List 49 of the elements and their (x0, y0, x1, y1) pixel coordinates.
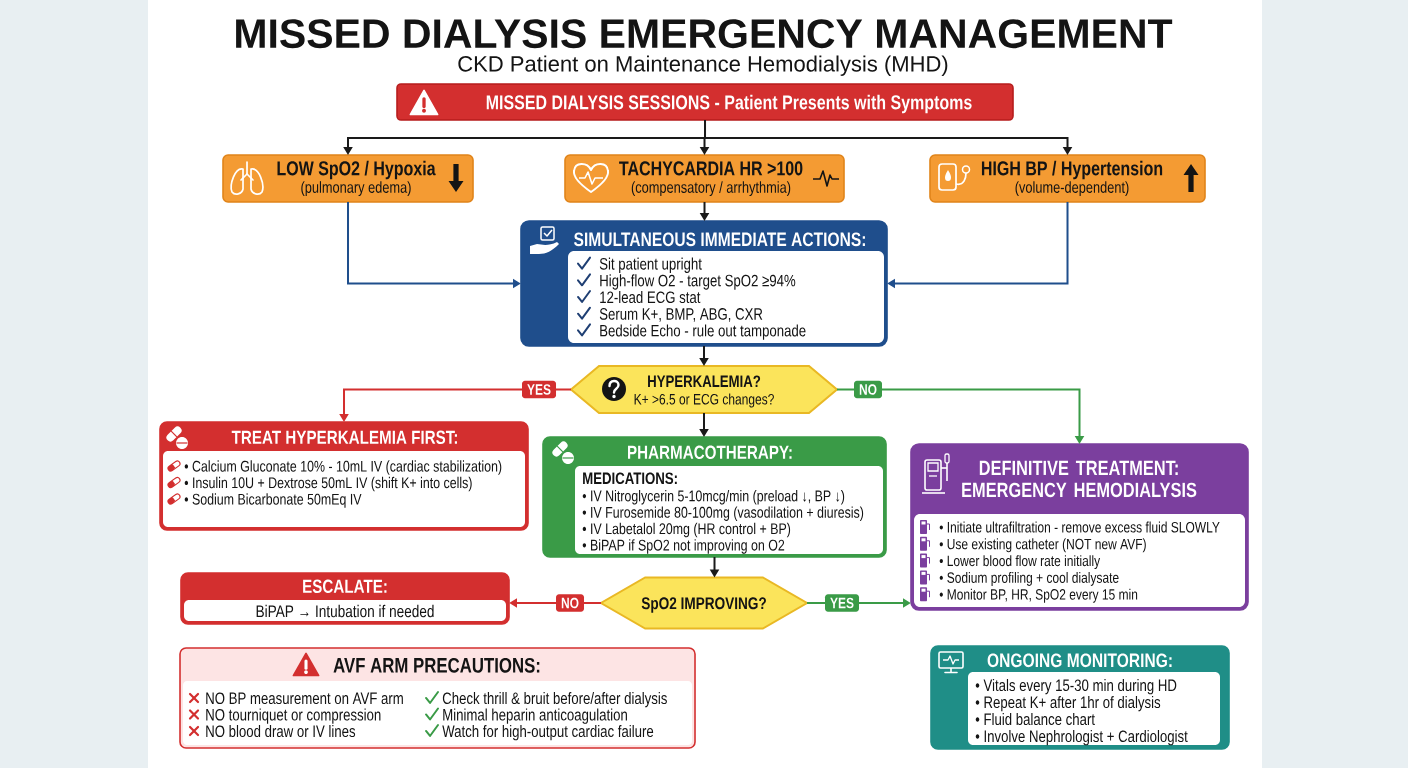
list-item: Sit patient upright (599, 257, 702, 273)
list-item: Serum K+, BMP, ABG, CXR (599, 308, 763, 322)
title: MISSED DIALYSIS EMERGENCY MANAGEMENT (236, 19, 1173, 49)
banner-text: MISSED DIALYSIS SESSIONS - Patient Presents with Symptoms (486, 94, 972, 114)
list-item: • Sodium Bicarbonate 50mEq IV (184, 493, 362, 508)
list-item: NO BP measurement on AVF arm (206, 692, 403, 705)
list-item: • Calcium Gluconate 10% - 10mL IV (cardiac stabilization) (184, 460, 502, 475)
list-item: High-flow O2 - target SpO2 ≥94% (600, 274, 796, 290)
list-item: • Sodium profiling + cool dialysate (939, 571, 1119, 586)
symptom-title: HIGH BP / Hypertension (981, 160, 1163, 180)
list-item: BiPAP → Intubation if needed (256, 604, 434, 618)
list-item: Bedside Echo - rule out tamponade (600, 324, 806, 340)
heading: SIMULTANEOUS IMMEDIATE ACTIONS: (574, 232, 865, 247)
symptom-title: TACHYCARDIA HR >100 (619, 161, 803, 176)
list-item: NO blood draw or IV lines (206, 725, 356, 738)
condition-text: K+ >6.5 or ECG changes? (634, 393, 774, 408)
edge-label: YES (825, 594, 859, 612)
question-text: HYPERKALEMIA? (648, 375, 761, 387)
list-item: 12-lead ECG stat (600, 291, 701, 304)
list-item: • Insulin 10U + Dextrose 50mL IV (shift K+ into cells) (184, 476, 472, 492)
heading: ESCALATE: (303, 579, 387, 593)
symptom-note: (pulmonary edema) (301, 181, 411, 197)
list-item: • IV Labetalol 20mg (HR control + BP) (582, 522, 791, 538)
list-item: NO tourniquet or compression (206, 708, 381, 724)
list-item: • IV Nitroglycerin 5-10mcg/min (preload ↓, BP ↓) (582, 490, 845, 505)
symptom-note: (volume-dependent) (1015, 181, 1129, 197)
heading: AVF ARM PRECAUTIONS: (333, 657, 540, 673)
symptom-note: (compensatory / arrhythmia) (631, 181, 791, 197)
list-item: • Involve Nephrologist + Cardiologist (975, 730, 1188, 746)
symptom-title: LOW SpO2 / Hypoxia (277, 160, 436, 180)
list-item: • IV Furosemide 80-100mg (vasodilation + diuresis) (582, 506, 864, 521)
list-item: • Monitor BP, HR, SpO2 every 15 min (939, 588, 1138, 603)
heading: ONGOING MONITORING: (987, 653, 1172, 668)
subheading: MEDICATIONS: (583, 472, 677, 485)
list-item: • Vitals every 15-30 min during HD (975, 679, 1177, 695)
edge-label: NO (556, 594, 584, 612)
list-item: • Fluid balance chart (975, 713, 1095, 726)
list-item: Watch for high-output cardiac failure (442, 725, 654, 741)
list-item: • Repeat K+ after 1hr of dialysis (975, 696, 1161, 712)
list-item: • Use existing catheter (NOT new AVF) (939, 538, 1146, 553)
question-text: SpO2 IMPROVING? (641, 597, 766, 613)
list-item: • Lower blood flow rate initially (939, 555, 1101, 570)
heading: DEFINITIVE TREATMENT: EMERGENCY HEMODIALYSIS (962, 460, 1197, 498)
list-item: • BiPAP if SpO2 not improving on O2 (582, 539, 785, 554)
list-item: Check thrill & bruit before/after dialysis (442, 692, 667, 708)
heading: PHARMACOTHERAPY: (628, 445, 792, 459)
list-item: Minimal heparin anticoagulation (443, 708, 627, 724)
heading: TREAT HYPERKALEMIA FIRST: (231, 430, 457, 444)
list-item: • Initiate ultrafiltration - remove excess fluid SLOWLY (939, 521, 1220, 533)
